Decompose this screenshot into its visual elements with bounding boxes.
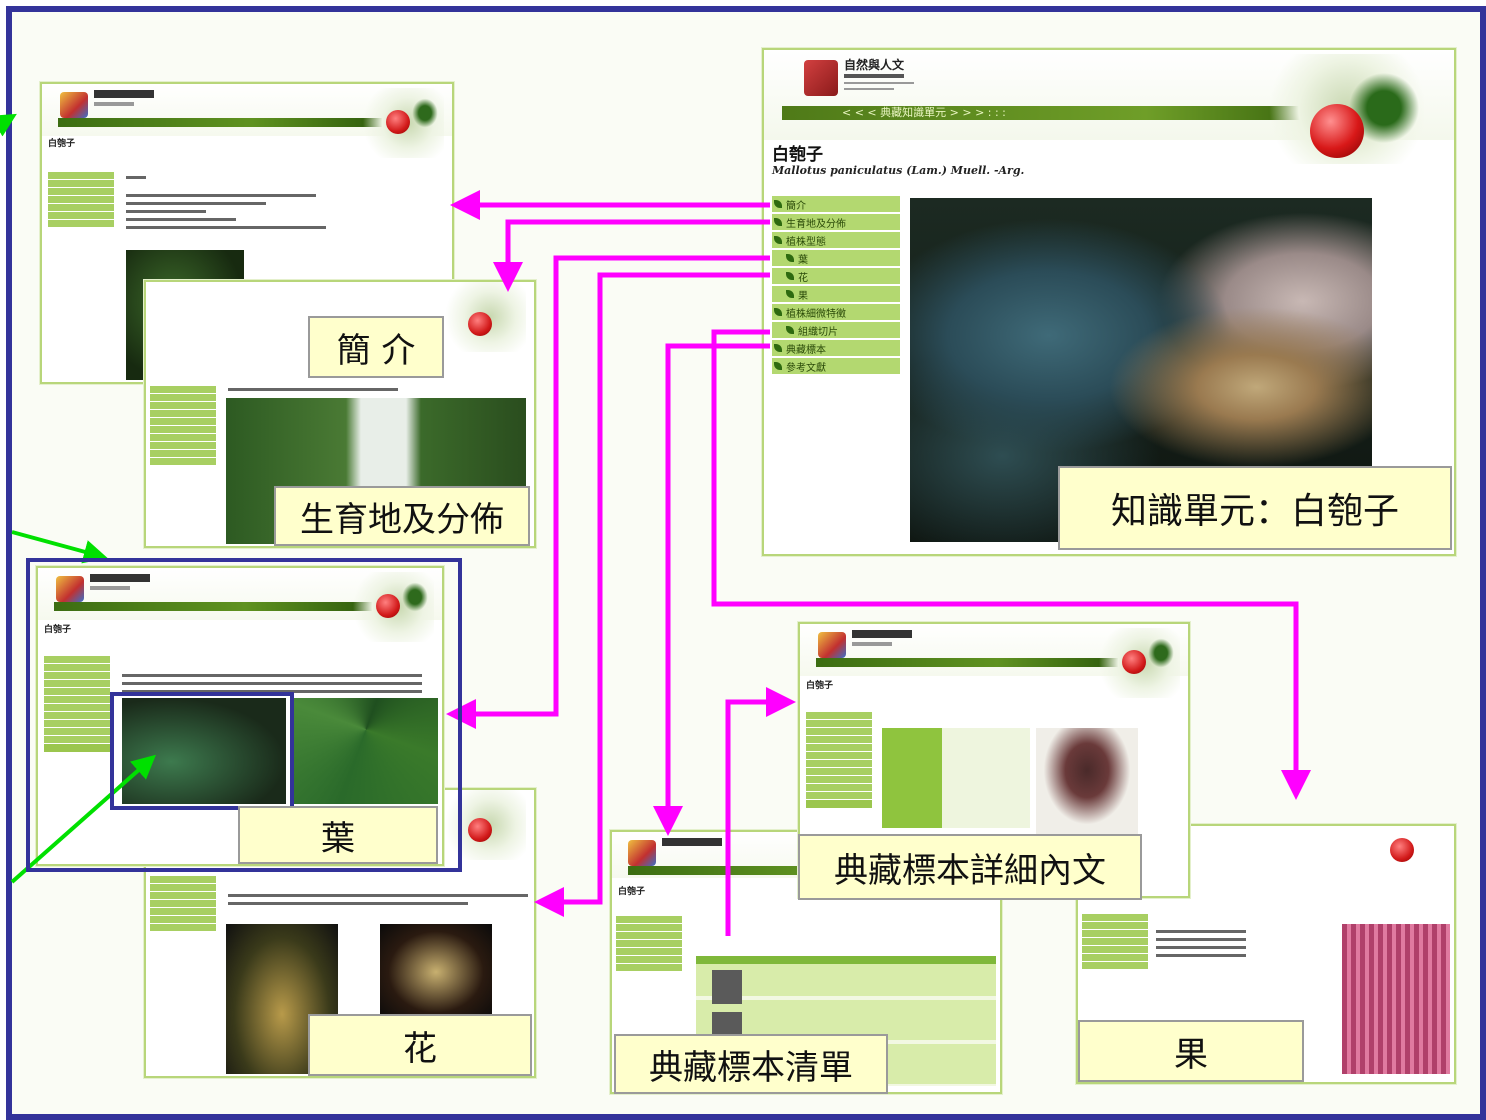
side-menu-item[interactable]: 葉: [772, 250, 900, 268]
leaf-bullet-icon: [774, 218, 782, 226]
label-habitat: 生育地及分佈: [274, 486, 530, 546]
side-menu-label: 葉: [798, 254, 808, 266]
leaf-bullet-icon: [774, 362, 782, 370]
arrow-to-habitat: [493, 219, 770, 292]
red-fruit-icon: [386, 110, 410, 134]
side-menu-label: 參考文獻: [786, 362, 826, 374]
side-menu-item[interactable]: 簡介: [772, 196, 900, 214]
leaf-bullet-icon: [774, 308, 782, 316]
side-menu-item[interactable]: 果: [772, 286, 900, 304]
pointer-arrow-bottom: [10, 754, 156, 884]
scientific-name: Mallotus paniculatus (Lam.) Muell. -Arg.: [772, 164, 1025, 177]
side-menu-item[interactable]: 組織切片: [772, 322, 900, 340]
pointer-arrow-middle: [11, 530, 108, 564]
arrow-to-flower: [534, 272, 770, 917]
side-menu-label: 組織切片: [798, 326, 838, 338]
label-knowledge-unit: 知識單元：白匏子: [1058, 466, 1452, 550]
side-menu-label: 果: [798, 290, 808, 302]
page-title: 白匏子: [772, 145, 823, 165]
side-menu-label: 花: [798, 272, 808, 284]
arrow-to-leaf: [446, 255, 770, 729]
herbarium-specimen-photo: [1036, 728, 1138, 834]
label-specimen-detail: 典藏標本詳細內文: [798, 834, 1142, 900]
leaf-bullet-icon: [786, 272, 794, 280]
side-menu-item[interactable]: 參考文獻: [772, 358, 900, 376]
leaf-page-highlight: [26, 558, 462, 872]
red-fruit-icon: [1310, 104, 1364, 158]
arrow-to-specimen-list: [653, 343, 770, 836]
side-menu-item[interactable]: 植株型態: [772, 232, 900, 250]
side-menu: 簡介生育地及分佈植株型態葉花果植株細微特徵組織切片典藏標本參考文獻: [772, 196, 900, 376]
side-menu-item[interactable]: 植株細微特徵: [772, 304, 900, 322]
label-flower: 花: [308, 1014, 532, 1076]
leaf-bullet-icon: [774, 200, 782, 208]
flower-photo-2: [380, 924, 492, 1020]
side-menu-label: 生育地及分佈: [786, 218, 846, 230]
side-menu-label: 植株細微特徵: [786, 308, 846, 320]
museum-logo-icon: [60, 92, 88, 118]
leaf-veins-photo: [294, 698, 438, 804]
leaf-bullet-icon: [786, 254, 794, 262]
label-intro: 簡 介: [308, 316, 444, 378]
side-menu-item[interactable]: 生育地及分佈: [772, 214, 900, 232]
side-menu-item[interactable]: 典藏標本: [772, 340, 900, 358]
label-fruit: 果: [1078, 1020, 1304, 1082]
pointer-arrow-top: [0, 113, 17, 137]
nav-text: < < < 典藏知識單元 > > > : : :: [842, 106, 1006, 119]
nav-bar[interactable]: < < < 典藏知識單元 > > > : : :: [782, 106, 1302, 120]
leaf-closeup-photo: [122, 698, 286, 804]
museum-logo-icon: [804, 60, 838, 96]
leaf-bullet-icon: [786, 290, 794, 298]
arrow-to-fruit: [711, 329, 1311, 800]
museum-logo-text: 自然與人文: [844, 58, 905, 72]
side-menu-label: 植株型態: [786, 236, 826, 248]
leaf-bullet-icon: [786, 326, 794, 334]
leaf-bullet-icon: [774, 236, 782, 244]
leaf-photo-highlight: [110, 692, 294, 810]
side-menu-item[interactable]: 花: [772, 268, 900, 286]
fruit-section-photo: [1342, 924, 1450, 1074]
arrow-to-specimen-detail: [725, 687, 796, 936]
side-menu-label: 典藏標本: [786, 344, 826, 356]
label-leaf: 葉: [238, 806, 438, 864]
leaf-bullet-icon: [774, 344, 782, 352]
label-specimen-list: 典藏標本清單: [614, 1034, 888, 1094]
specimen-info-table: [882, 728, 1030, 828]
side-menu-label: 簡介: [786, 200, 806, 212]
